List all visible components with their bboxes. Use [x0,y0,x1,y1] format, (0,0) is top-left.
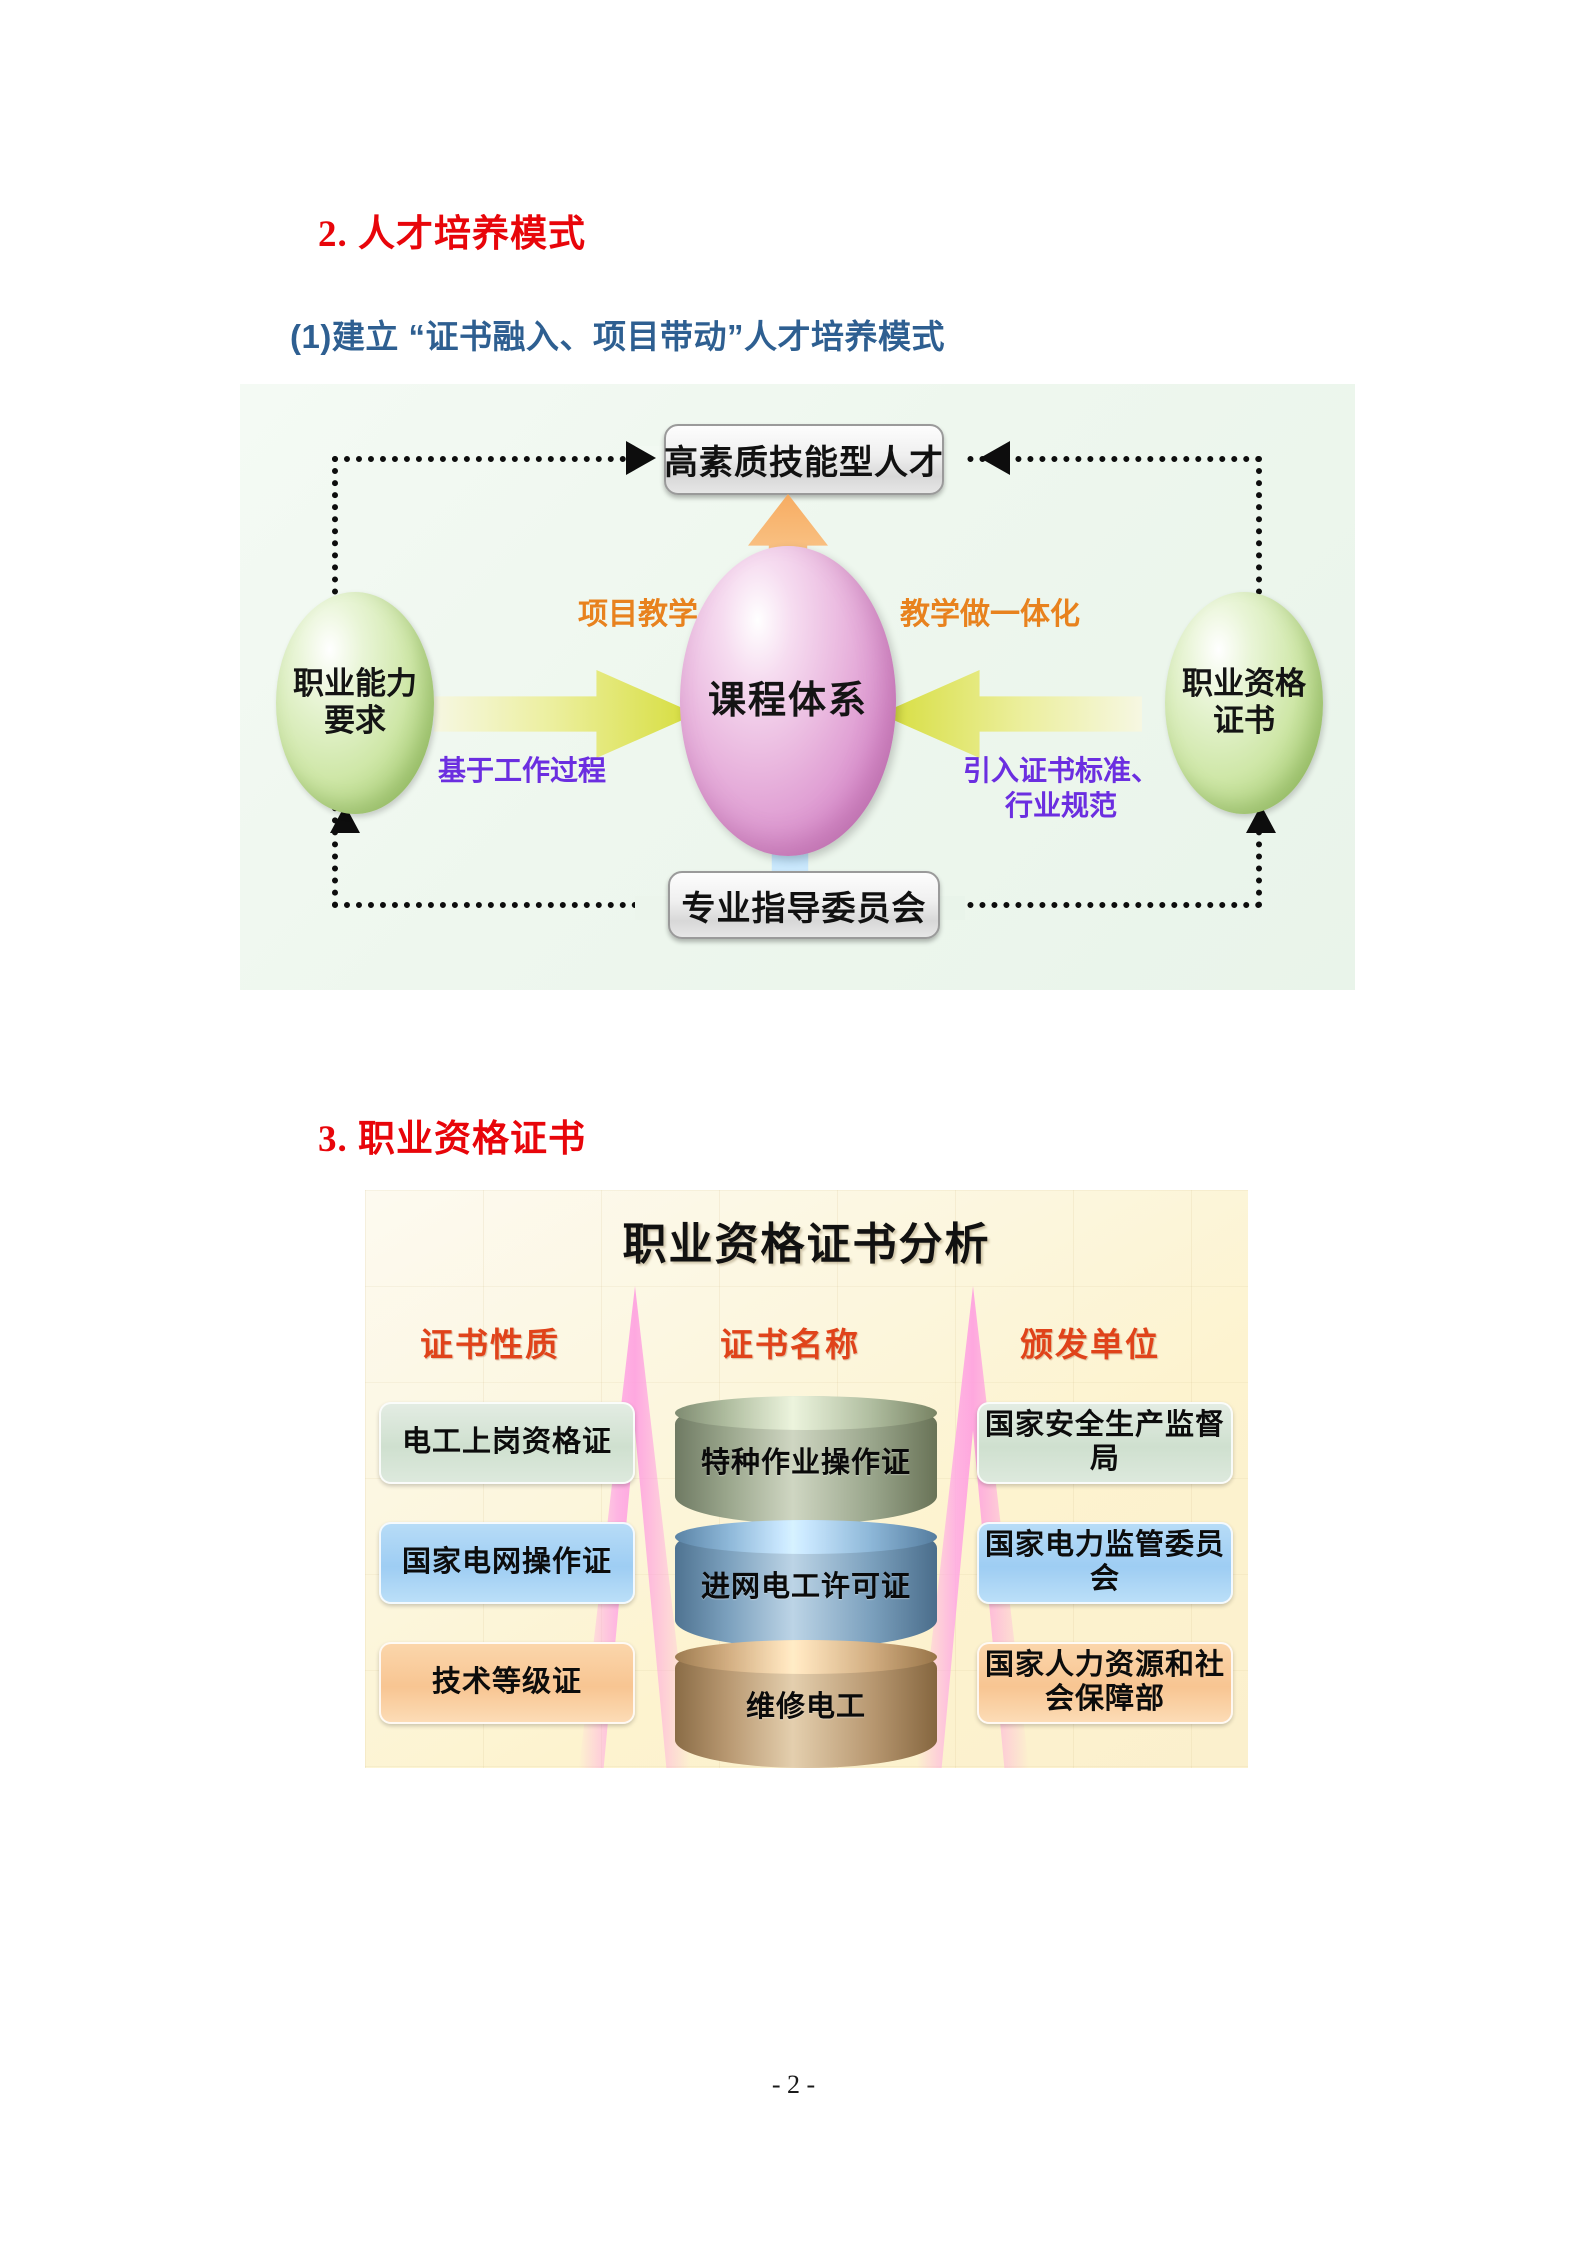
left-ellipse-line-2: 要求 [324,703,386,738]
cell-issuing-authority-2: 国家电力监管委员会 [977,1522,1233,1604]
left-ellipse-line-1: 职业能力 [293,666,417,702]
section-heading-vocational-certificates: 3. 职业资格证书 [318,1119,586,1160]
label-teaching-learning-doing-integration: 教学做一体化 [900,598,1080,631]
cell-issuing-authority-1: 国家安全生产监督局 [977,1402,1233,1484]
node-vocational-ability-requirement: 职业能力 要求 [276,592,434,814]
cell-certificate-name-2: 进网电工许可证 [675,1520,937,1648]
cell-certificate-name-1: 特种作业操作证 [675,1396,937,1524]
arrowhead-right-to-top-box [626,441,656,475]
column-header-issuing-authority: 颁发单位 [1020,1328,1160,1364]
node-high-quality-talent: 高素质技能型人才 [664,424,944,495]
right-ellipse-line-1: 职业资格 [1182,666,1306,702]
label-introduce-certificate-standards: 引入证书标准、 行业规范 [963,754,1159,824]
node-curriculum-system: 课程体系 [680,546,896,856]
cell-certificate-nature-2: 国家电网操作证 [379,1522,635,1604]
right-ellipse-line-2: 证书 [1213,703,1275,738]
cell-certificate-nature-3: 技术等级证 [379,1642,635,1724]
node-vocational-qualification-certificate: 职业资格 证书 [1165,592,1323,814]
cell-issuing-authority-3: 国家人力资源和社会保障部 [977,1642,1233,1724]
label-based-on-work-process: 基于工作过程 [438,756,607,787]
label-cert-standard-line-1: 引入证书标准、 [963,756,1160,787]
cell-certificate-nature-1: 电工上岗资格证 [379,1402,635,1484]
section-subheading-talent-mode: (1)建立 “证书融入、项目带动”人才培养模式 [290,318,945,355]
figure-certificate-analysis: 职业资格证书分析 证书性质 证书名称 颁发单位 电工上岗资格证 特种作业操作证 … [365,1190,1248,1768]
cell-certificate-name-3: 维修电工 [675,1640,937,1768]
figure-title: 职业资格证书分析 [622,1220,991,1269]
cylinder-label-2: 进网电工许可证 [700,1571,911,1603]
column-header-certificate-name: 证书名称 [720,1328,860,1364]
cylinder-label-1: 特种作业操作证 [700,1447,911,1479]
column-header-certificate-nature: 证书性质 [420,1328,560,1364]
figure-talent-cultivation-model: 高素质技能型人才 项目教学 教学做一体化 职业能力 要求 课程体系 职业资格 证… [240,384,1355,990]
page-number: - 2 - [771,2070,816,2099]
center-ellipse-label: 课程体系 [707,679,868,722]
section-heading-talent-mode: 2. 人才培养模式 [318,214,586,255]
arrowhead-left-to-top-box [980,441,1010,475]
cylinder-label-3: 维修电工 [745,1691,866,1723]
label-cert-standard-line-2: 行业规范 [1005,791,1118,822]
label-project-teaching: 项目教学 [578,598,698,631]
node-professional-steering-committee: 专业指导委员会 [668,871,940,939]
